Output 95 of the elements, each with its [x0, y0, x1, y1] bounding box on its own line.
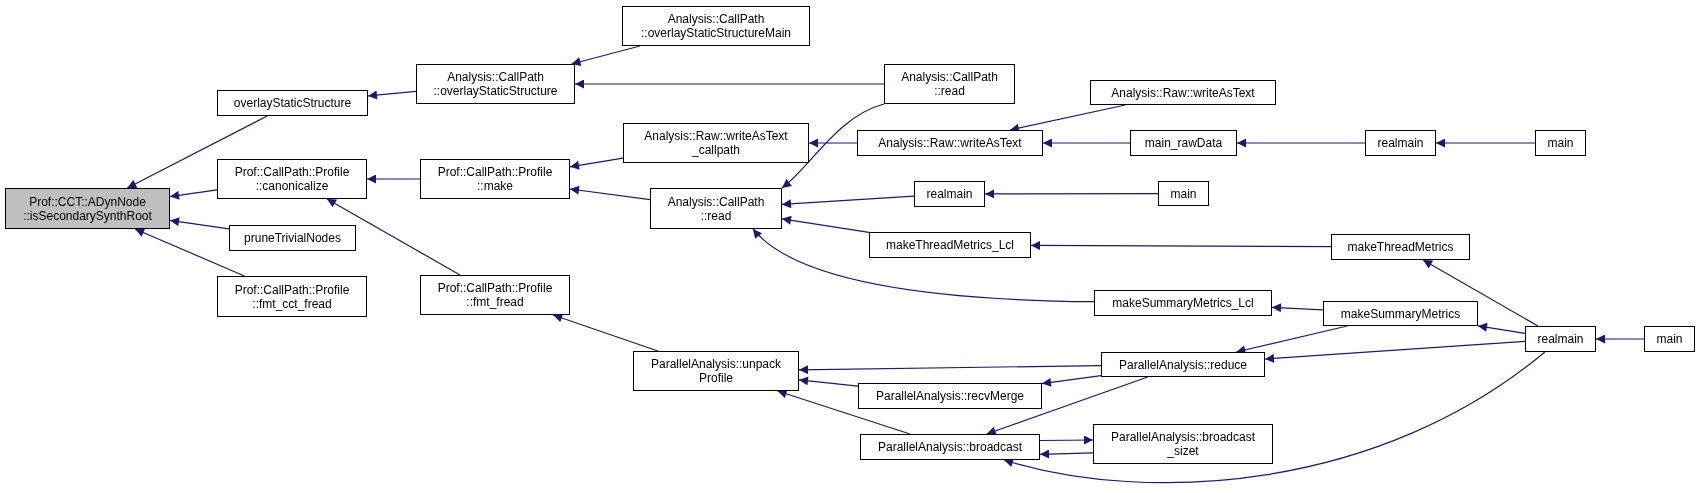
function-name: makeThreadMetrics: [1347, 240, 1454, 254]
function-box: [633, 351, 799, 391]
function-name: Prof::CallPath::Profile ::canonicalize: [233, 165, 351, 193]
call-arrow: [1595, 334, 1645, 344]
function-box: [1090, 80, 1276, 105]
function-name: Analysis::Raw::writeAsText: [1111, 85, 1255, 100]
call-arrow: [781, 215, 870, 233]
function-name: ParallelAnalysis::unpack Profile: [649, 357, 783, 385]
function-box: [1323, 301, 1478, 326]
function-box: [1094, 290, 1272, 316]
function-name: Analysis::CallPath ::read: [666, 194, 766, 223]
function-name: realmain: [1537, 332, 1584, 346]
function-name: Prof::CallPath::Profile ::fmt_cct_fread: [233, 282, 351, 311]
function-box: [1101, 352, 1265, 377]
call-arrow: [1264, 340, 1526, 363]
function-name: main: [1656, 332, 1683, 346]
call-arrow: [1435, 138, 1536, 148]
function-box: [229, 225, 356, 251]
function-box: [869, 232, 1031, 258]
call-arrow: [781, 103, 885, 189]
function-name: main: [1547, 136, 1574, 150]
call-arrow: [1030, 240, 1332, 250]
call-arrow: [1477, 322, 1526, 334]
call-arrow: [1039, 449, 1094, 459]
call-arrow: [367, 90, 417, 100]
function-box: [858, 383, 1042, 409]
function-name: Analysis::CallPath ::overlayStaticStructureMain: [639, 12, 793, 40]
call-arrow: [808, 138, 858, 148]
function-name: pruneTrivialNodes: [244, 231, 341, 245]
function-name: makeSummaryMetrics_Lcl: [1112, 296, 1254, 310]
call-arrow: [326, 198, 461, 276]
call-arrow: [984, 189, 1159, 199]
call-arrow: [798, 365, 1102, 375]
function-box: [1525, 326, 1596, 352]
function-box: [860, 434, 1040, 460]
call-arrow: [1271, 303, 1324, 313]
call-arrow: [169, 217, 230, 230]
call-arrow: [1039, 435, 1094, 445]
function-name: Prof::CallPath::Profile ::make: [436, 165, 554, 193]
call-arrow: [1422, 259, 1539, 327]
function-box: [914, 181, 985, 207]
function-name: makeSummaryMetrics: [1340, 306, 1461, 321]
function-name: Analysis::CallPath ::overlayStaticStructure: [432, 70, 559, 98]
call-arrow: [552, 313, 659, 352]
call-arrow: [169, 189, 218, 200]
function-box: [217, 276, 367, 317]
function-name: overlayStaticStructure: [233, 96, 352, 110]
call-arrow: [574, 79, 885, 89]
function-box: [217, 90, 368, 116]
function-box: [1130, 130, 1237, 156]
function-box: [622, 6, 810, 46]
call-arrow: [569, 157, 624, 170]
function-box: [884, 64, 1015, 104]
call-arrow: [1041, 375, 1102, 387]
call-arrow: [134, 228, 245, 277]
function-box: [1644, 326, 1695, 352]
function-name: ParallelAnalysis::reduce: [1118, 357, 1248, 372]
call-arrow: [1236, 138, 1366, 148]
function-name: main: [1170, 186, 1197, 201]
function-name: ParallelAnalysis::recvMerge: [875, 389, 1025, 403]
function-box: [217, 159, 367, 199]
function-name: Analysis::Raw::writeAsText: [878, 136, 1022, 150]
function-box: [416, 64, 575, 104]
selected-function-box: [5, 188, 170, 229]
call-arrow: [777, 389, 911, 435]
function-name: ParallelAnalysis::broadcast: [877, 440, 1023, 454]
function-box: [1331, 234, 1470, 260]
function-name: Analysis::CallPath ::read: [900, 70, 999, 98]
call-arrow: [569, 185, 651, 201]
call-arrow: [570, 45, 641, 67]
function-name: ParallelAnalysis::broadcast _sizet: [1109, 430, 1257, 458]
call-arrow: [986, 376, 1149, 436]
function-name: Analysis::Raw::writeAsText _callpath: [643, 129, 789, 157]
call-arrow: [1042, 138, 1131, 148]
call-arrow: [781, 195, 915, 209]
function-name: realmain: [926, 187, 973, 201]
function-name: main_rawData: [1144, 136, 1223, 150]
function-box: [420, 159, 570, 199]
function-box: [623, 123, 809, 163]
function-name: makeThreadMetrics_Lcl: [885, 238, 1014, 252]
function-box: [420, 275, 570, 315]
call-arrow: [1003, 351, 1546, 484]
call-arrow: [126, 115, 268, 189]
call-arrow: [798, 376, 859, 387]
call-arrow: [752, 228, 1095, 303]
function-box: [1158, 181, 1209, 206]
function-box: [1093, 424, 1273, 464]
function-name: Prof::CallPath::Profile ::fmt_fread: [436, 281, 554, 309]
function-box: [1365, 130, 1436, 156]
function-box: [857, 130, 1043, 156]
function-name: Prof::CCT::ADynNode ::isSecondarySynthRoot: [22, 194, 153, 223]
function-box: [650, 188, 782, 229]
function-name: realmain: [1377, 136, 1424, 150]
function-box: [1535, 130, 1586, 156]
call-arrow: [366, 174, 421, 184]
